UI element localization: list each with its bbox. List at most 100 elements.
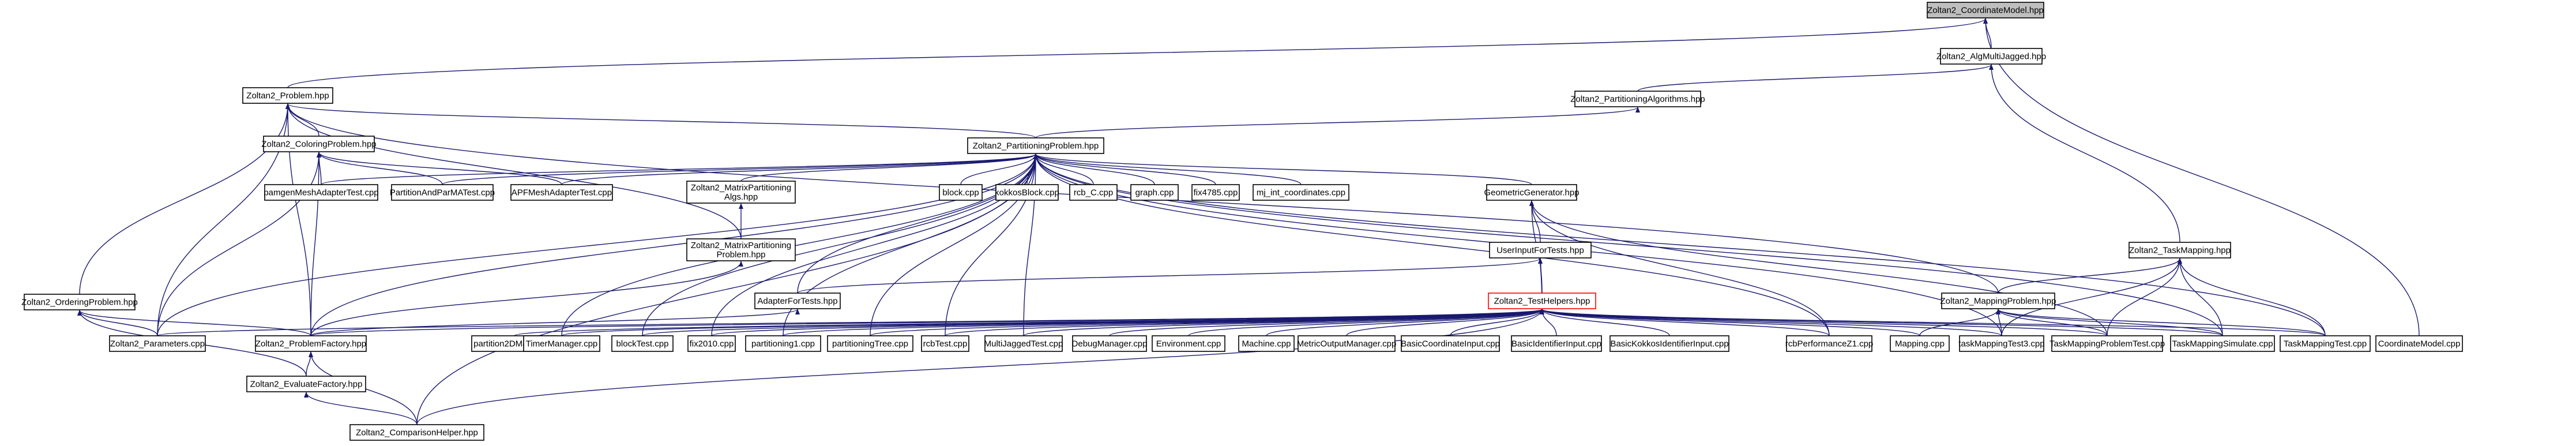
edge-taskmapprobtest-to-testhelpers bbox=[1540, 309, 2108, 336]
node-blocktest[interactable]: blockTest.cpp bbox=[611, 335, 674, 352]
node-taskmap[interactable]: Zoltan2_TaskMapping.hpp bbox=[2129, 242, 2231, 258]
node-label: pamgenMeshAdapterTest.cpp bbox=[264, 188, 378, 198]
node-timerman[interactable]: TimerManager.cpp bbox=[523, 335, 600, 352]
node-box bbox=[1574, 91, 1701, 107]
node-mjtest[interactable]: MultiJaggedTest.cpp bbox=[984, 335, 1063, 352]
edge-fix4785-to-partprob bbox=[1033, 153, 1216, 185]
node-box bbox=[1511, 335, 1602, 352]
node-rcbtest[interactable]: rcbTest.cpp bbox=[921, 335, 969, 352]
node-block[interactable]: block.cpp bbox=[939, 184, 983, 201]
node-coord[interactable]: Zoltan2_CoordinateModel.hpp bbox=[1927, 2, 2044, 18]
node-rcbc[interactable]: rcb_C.cpp bbox=[1069, 184, 1118, 201]
node-label: GeometricGenerator.hpp bbox=[1484, 188, 1579, 198]
edge-params-to-coloring bbox=[157, 152, 321, 336]
edge-mpalgs-to-partprob bbox=[740, 153, 1038, 182]
node-box bbox=[686, 181, 796, 204]
node-debugman[interactable]: DebugManager.cpp bbox=[1072, 335, 1148, 352]
node-taskmaptest[interactable]: TaskMappingTest.cpp bbox=[2280, 335, 2371, 352]
node-testhelpers[interactable]: Zoltan2_TestHelpers.hpp bbox=[1488, 293, 1596, 309]
node-mapping[interactable]: Mapping.cpp bbox=[1890, 335, 1950, 352]
node-coordmodel[interactable]: CoordinateModel.cpp bbox=[2375, 335, 2463, 352]
node-partprob[interactable]: Zoltan2_PartitioningProblem.hpp bbox=[967, 137, 1104, 154]
node-ordering[interactable]: Zoltan2_OrderingProblem.hpp bbox=[21, 294, 138, 310]
edge-debugman-to-testhelpers bbox=[1109, 309, 1544, 336]
node-evalfactory[interactable]: Zoltan2_EvaluateFactory.hpp bbox=[246, 376, 366, 392]
node-pandpma[interactable]: PartitionAndParMATest.cpp bbox=[390, 184, 495, 201]
node-adapterfor[interactable]: AdapterForTests.hpp bbox=[754, 293, 841, 309]
node-box bbox=[242, 87, 333, 104]
node-box bbox=[523, 335, 600, 352]
node-basickokkos[interactable]: BasicKokkosIdentifierInput.cpp bbox=[1609, 335, 1729, 352]
edge-taskmaptest-to-taskmap bbox=[2178, 258, 2326, 336]
node-label: kokkosBlock.cpp bbox=[995, 188, 1059, 198]
node-box bbox=[611, 335, 674, 352]
node-box bbox=[1941, 293, 2055, 309]
node-label: Zoltan2_Problem.hpp bbox=[246, 91, 329, 101]
node-label: partitioningTree.cpp bbox=[832, 339, 908, 349]
node-box bbox=[2280, 335, 2371, 352]
node-label: Algs.hpp bbox=[724, 192, 758, 202]
node-label: DebugManager.cpp bbox=[1072, 339, 1148, 349]
node-userinput[interactable]: UserInputForTests.hpp bbox=[1489, 242, 1592, 258]
node-parttree[interactable]: partitioningTree.cpp bbox=[827, 335, 913, 352]
edge-taskmapsim-to-mapprob bbox=[1996, 309, 2223, 336]
edge-partprob-to-problem bbox=[285, 103, 1036, 138]
node-fix4785[interactable]: fix4785.cpp bbox=[1191, 184, 1240, 201]
node-label: Zoltan2_OrderingProblem.hpp bbox=[21, 298, 138, 308]
node-partalgs[interactable]: Zoltan2_PartitioningAlgorithms.hpp bbox=[1570, 91, 1705, 107]
node-kokkosblock[interactable]: kokkosBlock.cpp bbox=[995, 184, 1059, 201]
edge-mapprob-to-taskmap bbox=[1998, 258, 2182, 294]
node-rcbperf[interactable]: rcbPerformanceZ1.cpp bbox=[1785, 335, 1874, 352]
node-probfactory[interactable]: Zoltan2_ProblemFactory.hpp bbox=[255, 335, 367, 352]
node-partitioning1[interactable]: partitioning1.cpp bbox=[745, 335, 821, 352]
node-label: Problem.hpp bbox=[716, 250, 765, 260]
edge-timerman-to-testhelpers bbox=[561, 309, 1544, 336]
edge-taskmapprobtest-to-geogen bbox=[1529, 200, 2108, 336]
node-label: taskMappingTest3.cpp bbox=[1958, 339, 2044, 349]
node-label: AdapterForTests.hpp bbox=[757, 297, 837, 306]
node-basiccoord[interactable]: BasicCoordinateInput.cpp bbox=[1401, 335, 1500, 352]
edge-pamgen-to-partprob bbox=[321, 153, 1038, 185]
node-comphelper[interactable]: Zoltan2_ComparisonHelper.hpp bbox=[349, 424, 484, 441]
node-label: TaskMappingSimulate.cpp bbox=[2172, 339, 2273, 349]
node-taskmaptest3[interactable]: taskMappingTest3.cpp bbox=[1958, 335, 2045, 352]
node-label: BasicKokkosIdentifierInput.cpp bbox=[1610, 339, 1728, 349]
node-pamgen[interactable]: pamgenMeshAdapterTest.cpp bbox=[264, 184, 379, 201]
node-problem[interactable]: Zoltan2_Problem.hpp bbox=[242, 87, 333, 104]
node-box bbox=[1927, 2, 2044, 18]
node-mapprob[interactable]: Zoltan2_MappingProblem.hpp bbox=[1941, 293, 2056, 309]
edge-algmj-to-coord bbox=[1983, 18, 1992, 49]
node-taskmapprobtest[interactable]: TaskMappingProblemTest.cpp bbox=[2049, 335, 2165, 352]
node-box bbox=[1152, 335, 1225, 352]
edge-taskmaptest-to-partprob bbox=[1033, 153, 2326, 336]
node-label: Zoltan2_EvaluateFactory.hpp bbox=[250, 380, 363, 389]
node-label: graph.cpp bbox=[1135, 188, 1174, 198]
node-fix2010[interactable]: fix2010.cpp bbox=[687, 335, 736, 352]
node-basicident[interactable]: BasicIdentifierInput.cpp bbox=[1511, 335, 1602, 352]
edge-mjtest-to-testhelpers bbox=[1023, 309, 1544, 336]
node-geogen[interactable]: GeometricGenerator.hpp bbox=[1484, 184, 1580, 201]
node-box bbox=[995, 184, 1059, 201]
node-params[interactable]: Zoltan2_Parameters.cpp bbox=[109, 335, 206, 352]
node-mjint[interactable]: mj_int_coordinates.cpp bbox=[1253, 184, 1349, 201]
node-machine[interactable]: Machine.cpp bbox=[1238, 335, 1295, 352]
node-coloring[interactable]: Zoltan2_ColoringProblem.hpp bbox=[261, 136, 377, 152]
node-box bbox=[1488, 293, 1596, 309]
node-graph[interactable]: graph.cpp bbox=[1130, 184, 1179, 201]
node-box bbox=[2375, 335, 2463, 352]
node-environment[interactable]: Environment.cpp bbox=[1152, 335, 1225, 352]
node-metricout[interactable]: MetricOutputManager.cpp bbox=[1297, 335, 1397, 352]
node-taskmapsim[interactable]: TaskMappingSimulate.cpp bbox=[2170, 335, 2275, 352]
node-label: PartitionAndParMATest.cpp bbox=[390, 188, 495, 198]
node-apf[interactable]: APFMeshAdapterTest.cpp bbox=[510, 184, 613, 201]
edge-taskmapprobtest-to-mapprob bbox=[1996, 309, 2108, 336]
node-box bbox=[2129, 242, 2231, 258]
node-box bbox=[391, 184, 494, 201]
edge-taskmaptest3-to-taskmap bbox=[2001, 258, 2182, 336]
edge-block-to-partprob bbox=[960, 153, 1038, 185]
edge-taskmapsim-to-testhelpers bbox=[1540, 309, 2223, 336]
node-algmj[interactable]: Zoltan2_AlgMultiJagged.hpp bbox=[1936, 48, 2046, 65]
